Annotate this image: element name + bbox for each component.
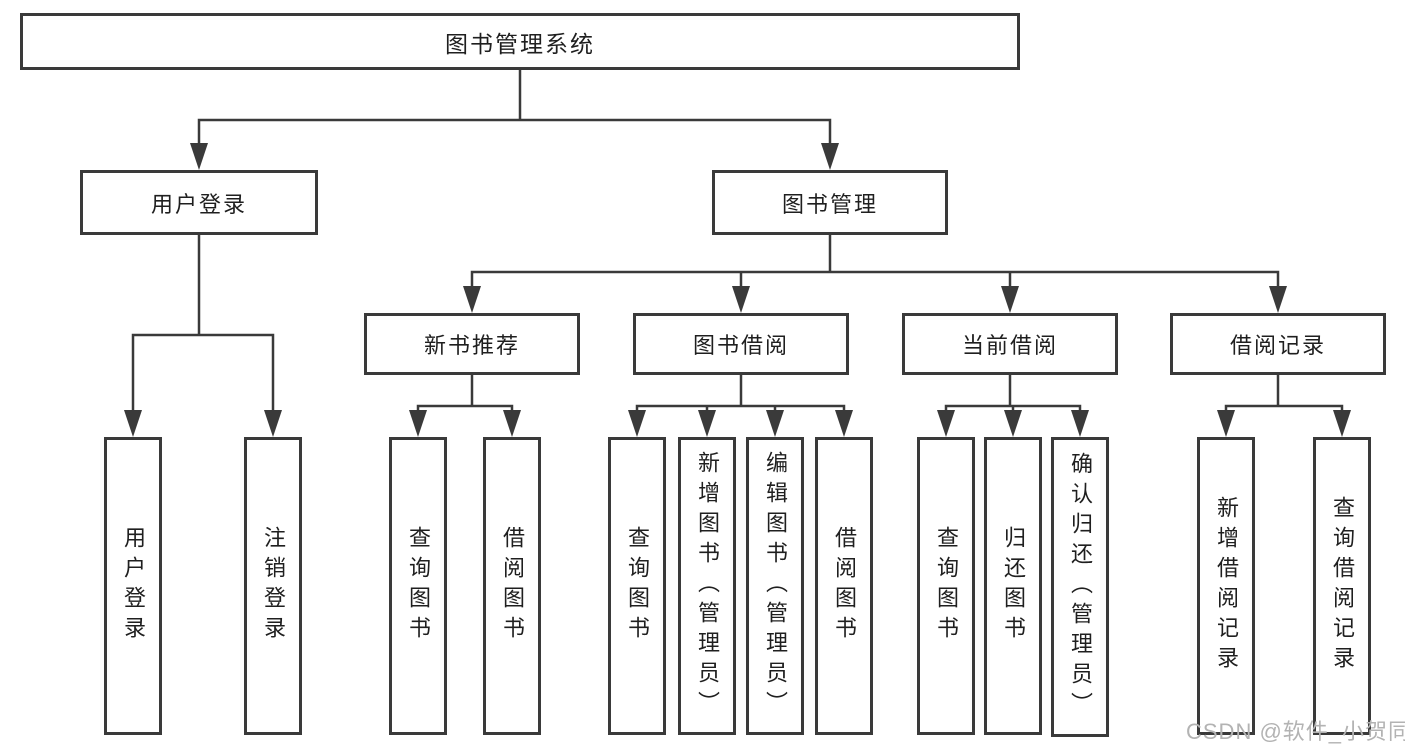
connector-root [197, 70, 832, 150]
leaf-records-add: 新增借阅记录 [1197, 437, 1255, 735]
connector-borrow-records [1224, 375, 1344, 414]
leaf-borrow-query: 查询图书 [608, 437, 666, 735]
leaf-borrow-add-admin: 新增图书（管理员） [678, 437, 736, 735]
node-current-borrow: 当前借阅 [902, 313, 1118, 375]
watermark: CSDN @软件_小贺同学 [1186, 719, 1405, 744]
connector-user-login [131, 235, 275, 414]
connector-book-borrow [635, 375, 846, 414]
leaf-current-confirm-admin: 确认归还（管理员） [1051, 437, 1109, 737]
leaf-borrow-book: 借阅图书 [815, 437, 873, 735]
node-book-management: 图书管理 [712, 170, 948, 235]
connector-current-borrow [944, 375, 1082, 414]
leaf-newbook-borrow: 借阅图书 [483, 437, 541, 735]
leaf-borrow-edit-admin: 编辑图书（管理员） [746, 437, 804, 735]
leaf-records-query: 查询借阅记录 [1313, 437, 1371, 735]
connector-book-management [470, 235, 1280, 290]
node-book-borrow: 图书借阅 [633, 313, 849, 375]
arrowhead-icons [124, 143, 1351, 437]
node-new-book-recommend: 新书推荐 [364, 313, 580, 375]
leaf-logout: 注销登录 [244, 437, 302, 735]
leaf-newbook-query: 查询图书 [389, 437, 447, 735]
connector-new-book [416, 375, 514, 414]
leaf-user-login: 用户登录 [104, 437, 162, 735]
leaf-current-query: 查询图书 [917, 437, 975, 735]
leaf-current-return: 归还图书 [984, 437, 1042, 735]
node-root-system: 图书管理系统 [20, 13, 1020, 70]
node-user-login: 用户登录 [80, 170, 318, 235]
node-borrow-records: 借阅记录 [1170, 313, 1386, 375]
